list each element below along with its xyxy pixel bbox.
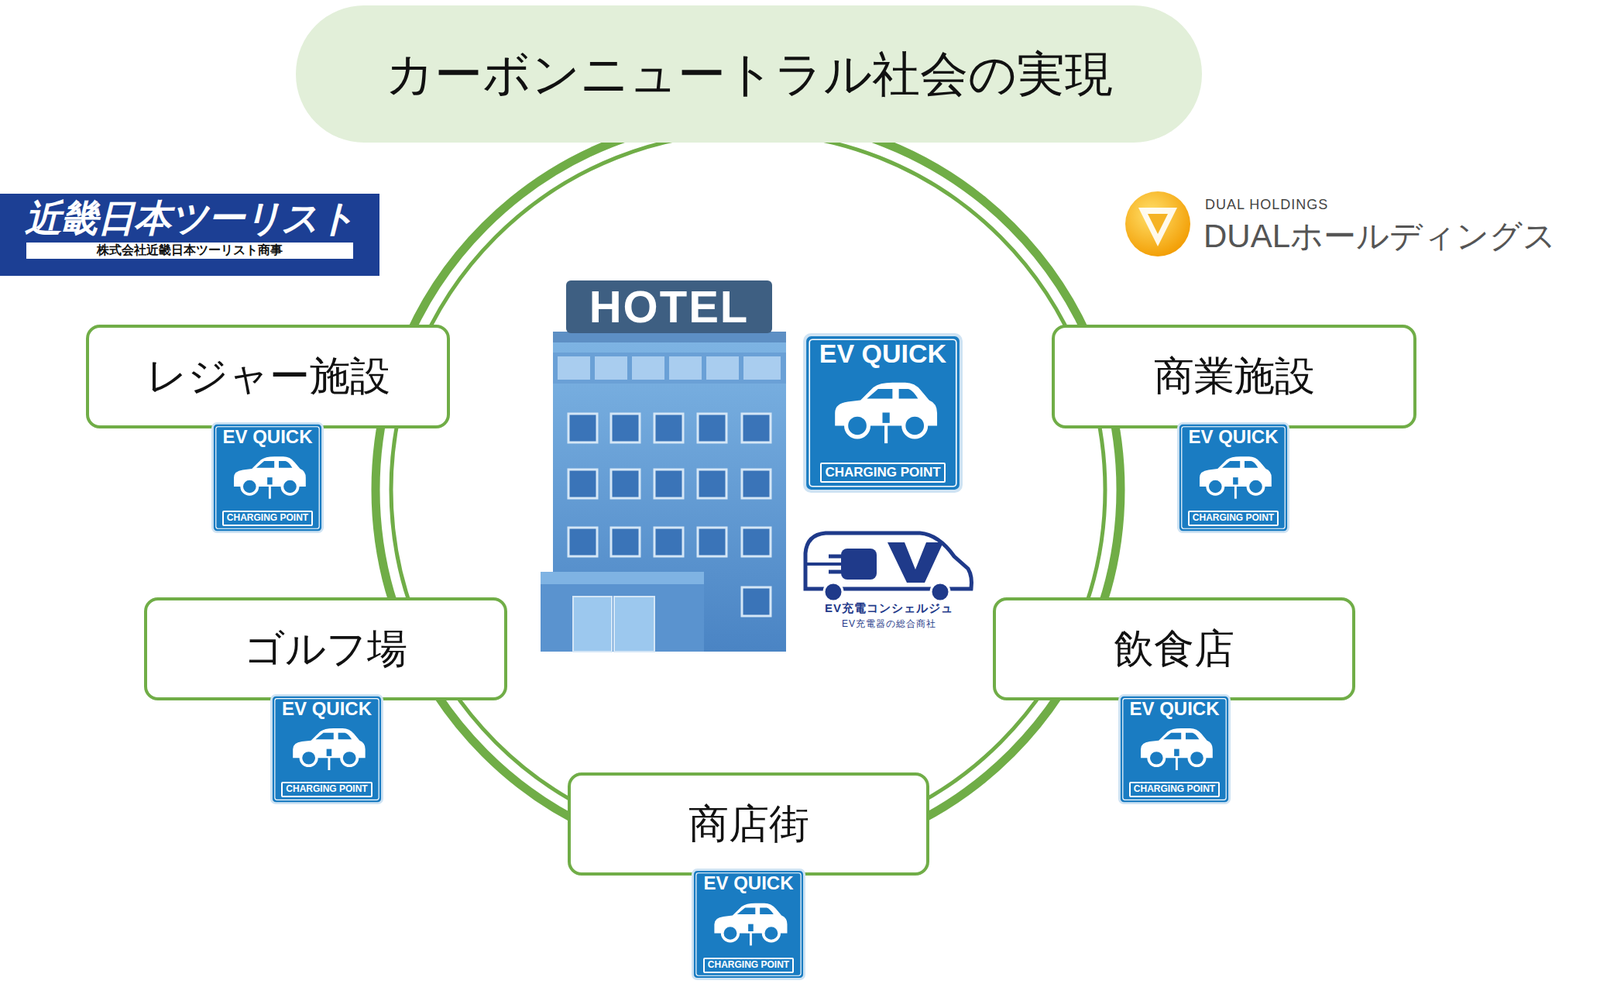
hotel-illustration <box>540 280 787 652</box>
company-name: DUALホールディングス <box>1203 216 1556 256</box>
concierge-tagline: EV充電器の総合商社 <box>797 618 981 629</box>
ev-quick-badge: EV QUICK CHARGING POINT <box>803 333 963 493</box>
facility-box: 商店街 <box>567 772 930 876</box>
hotel-sign-text: HOTEL <box>566 280 773 334</box>
company-logo: 近畿日本ツーリスト株式会社近畿日本ツーリスト商事 <box>0 193 380 276</box>
facility-label: ゴルフ場 <box>243 625 408 673</box>
facility-box: ゴルフ場 <box>144 597 508 701</box>
logo-text: 近畿日本ツーリスト <box>24 198 356 240</box>
facility-label: レジャー施設 <box>146 353 391 400</box>
facility-box: 飲食店 <box>992 597 1356 701</box>
badge-caption: CHARGING POINT <box>1129 781 1220 797</box>
ring-outer <box>375 116 1121 862</box>
badge-caption: CHARGING POINT <box>222 510 313 526</box>
facility-label: 商業施設 <box>1153 353 1316 400</box>
concierge-name: EV充電コンシェルジュ <box>797 600 981 615</box>
facility-box: レジャー施設 <box>85 324 450 429</box>
badge-title: EV QUICK <box>281 697 372 720</box>
badge-title: EV QUICK <box>703 872 794 894</box>
ev-quick-badge: EV QUICK CHARGING POINT <box>211 422 324 533</box>
ev-concierge-logo <box>805 532 972 601</box>
ev-quick-badge: EV QUICK CHARGING POINT <box>1118 693 1231 804</box>
badge-caption: CHARGING POINT <box>281 781 372 797</box>
ev-quick-badge: EV QUICK CHARGING POINT <box>1177 422 1290 533</box>
badge-caption: CHARGING POINT <box>1187 510 1279 526</box>
facility-label: 商店街 <box>688 800 810 848</box>
facility-label: 飲食店 <box>1113 625 1235 673</box>
badge-title: EV QUICK <box>1187 425 1278 448</box>
dual-icon <box>1125 191 1191 257</box>
title-pill: カーボンニュートラル社会の実現 <box>295 5 1202 143</box>
ev-quick-badge: EV QUICK CHARGING POINT <box>691 868 806 980</box>
ev-quick-badge: EV QUICK CHARGING POINT <box>270 693 384 804</box>
badge-title: EV QUICK <box>1129 697 1219 720</box>
facility-box: 商業施設 <box>1051 324 1417 429</box>
badge-caption: CHARGING POINT <box>820 462 945 483</box>
title-text: カーボンニュートラル社会の実現 <box>385 41 1113 107</box>
company-name-en: DUAL HOLDINGS <box>1205 196 1329 214</box>
badge-title: EV QUICK <box>222 425 313 448</box>
logo-text: 株式会社近畿日本ツーリスト商事 <box>26 242 354 259</box>
ring-inner <box>391 132 1106 847</box>
badge-title: EV QUICK <box>819 338 947 369</box>
badge-caption: CHARGING POINT <box>703 957 794 973</box>
